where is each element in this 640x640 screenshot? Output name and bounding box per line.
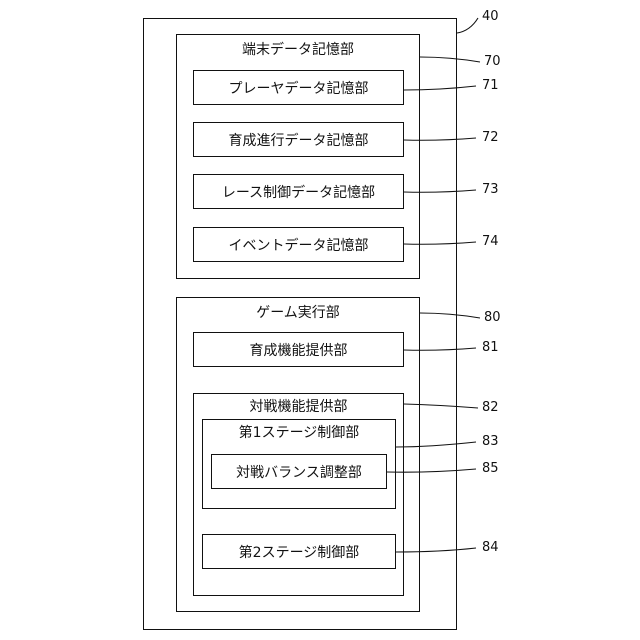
- player-data-storage-label: プレーヤデータ記憶部: [229, 78, 369, 98]
- battle-function-title: 対戦機能提供部: [194, 398, 403, 416]
- ref-85: 85: [482, 461, 499, 477]
- ref-40: 40: [482, 9, 499, 25]
- player-data-storage-box: プレーヤデータ記憶部: [193, 70, 404, 105]
- ref-81: 81: [482, 340, 499, 356]
- race-control-data-storage-label: レース制御データ記憶部: [222, 182, 375, 202]
- ref-83: 83: [482, 434, 499, 450]
- stage2-control-label: 第2ステージ制御部: [239, 542, 360, 562]
- battle-balance-adjust-label: 対戦バランス調整部: [236, 462, 362, 482]
- ref-74: 74: [482, 234, 499, 250]
- ref-70: 70: [484, 54, 501, 70]
- ref-72: 72: [482, 130, 499, 146]
- event-data-storage-label: イベントデータ記憶部: [229, 235, 369, 255]
- race-control-data-storage-box: レース制御データ記憶部: [193, 174, 404, 209]
- ref-84: 84: [482, 540, 499, 556]
- battle-balance-adjust-box: 対戦バランス調整部: [211, 454, 387, 489]
- ref-71: 71: [482, 78, 499, 94]
- ref-82: 82: [482, 400, 499, 416]
- event-data-storage-box: イベントデータ記憶部: [193, 227, 404, 262]
- ref-73: 73: [482, 182, 499, 198]
- leader-40: [457, 18, 478, 33]
- stage1-control-title: 第1ステージ制御部: [203, 424, 395, 442]
- stage2-control-box: 第2ステージ制御部: [202, 534, 396, 569]
- training-progress-data-storage-label: 育成進行データ記憶部: [229, 130, 369, 150]
- training-progress-data-storage-box: 育成進行データ記憶部: [193, 122, 404, 157]
- game-execution-title: ゲーム実行部: [177, 304, 419, 322]
- training-function-box: 育成機能提供部: [193, 332, 404, 367]
- ref-80: 80: [484, 310, 501, 326]
- training-function-label: 育成機能提供部: [250, 340, 348, 360]
- terminal-data-storage-title: 端末データ記憶部: [177, 41, 419, 59]
